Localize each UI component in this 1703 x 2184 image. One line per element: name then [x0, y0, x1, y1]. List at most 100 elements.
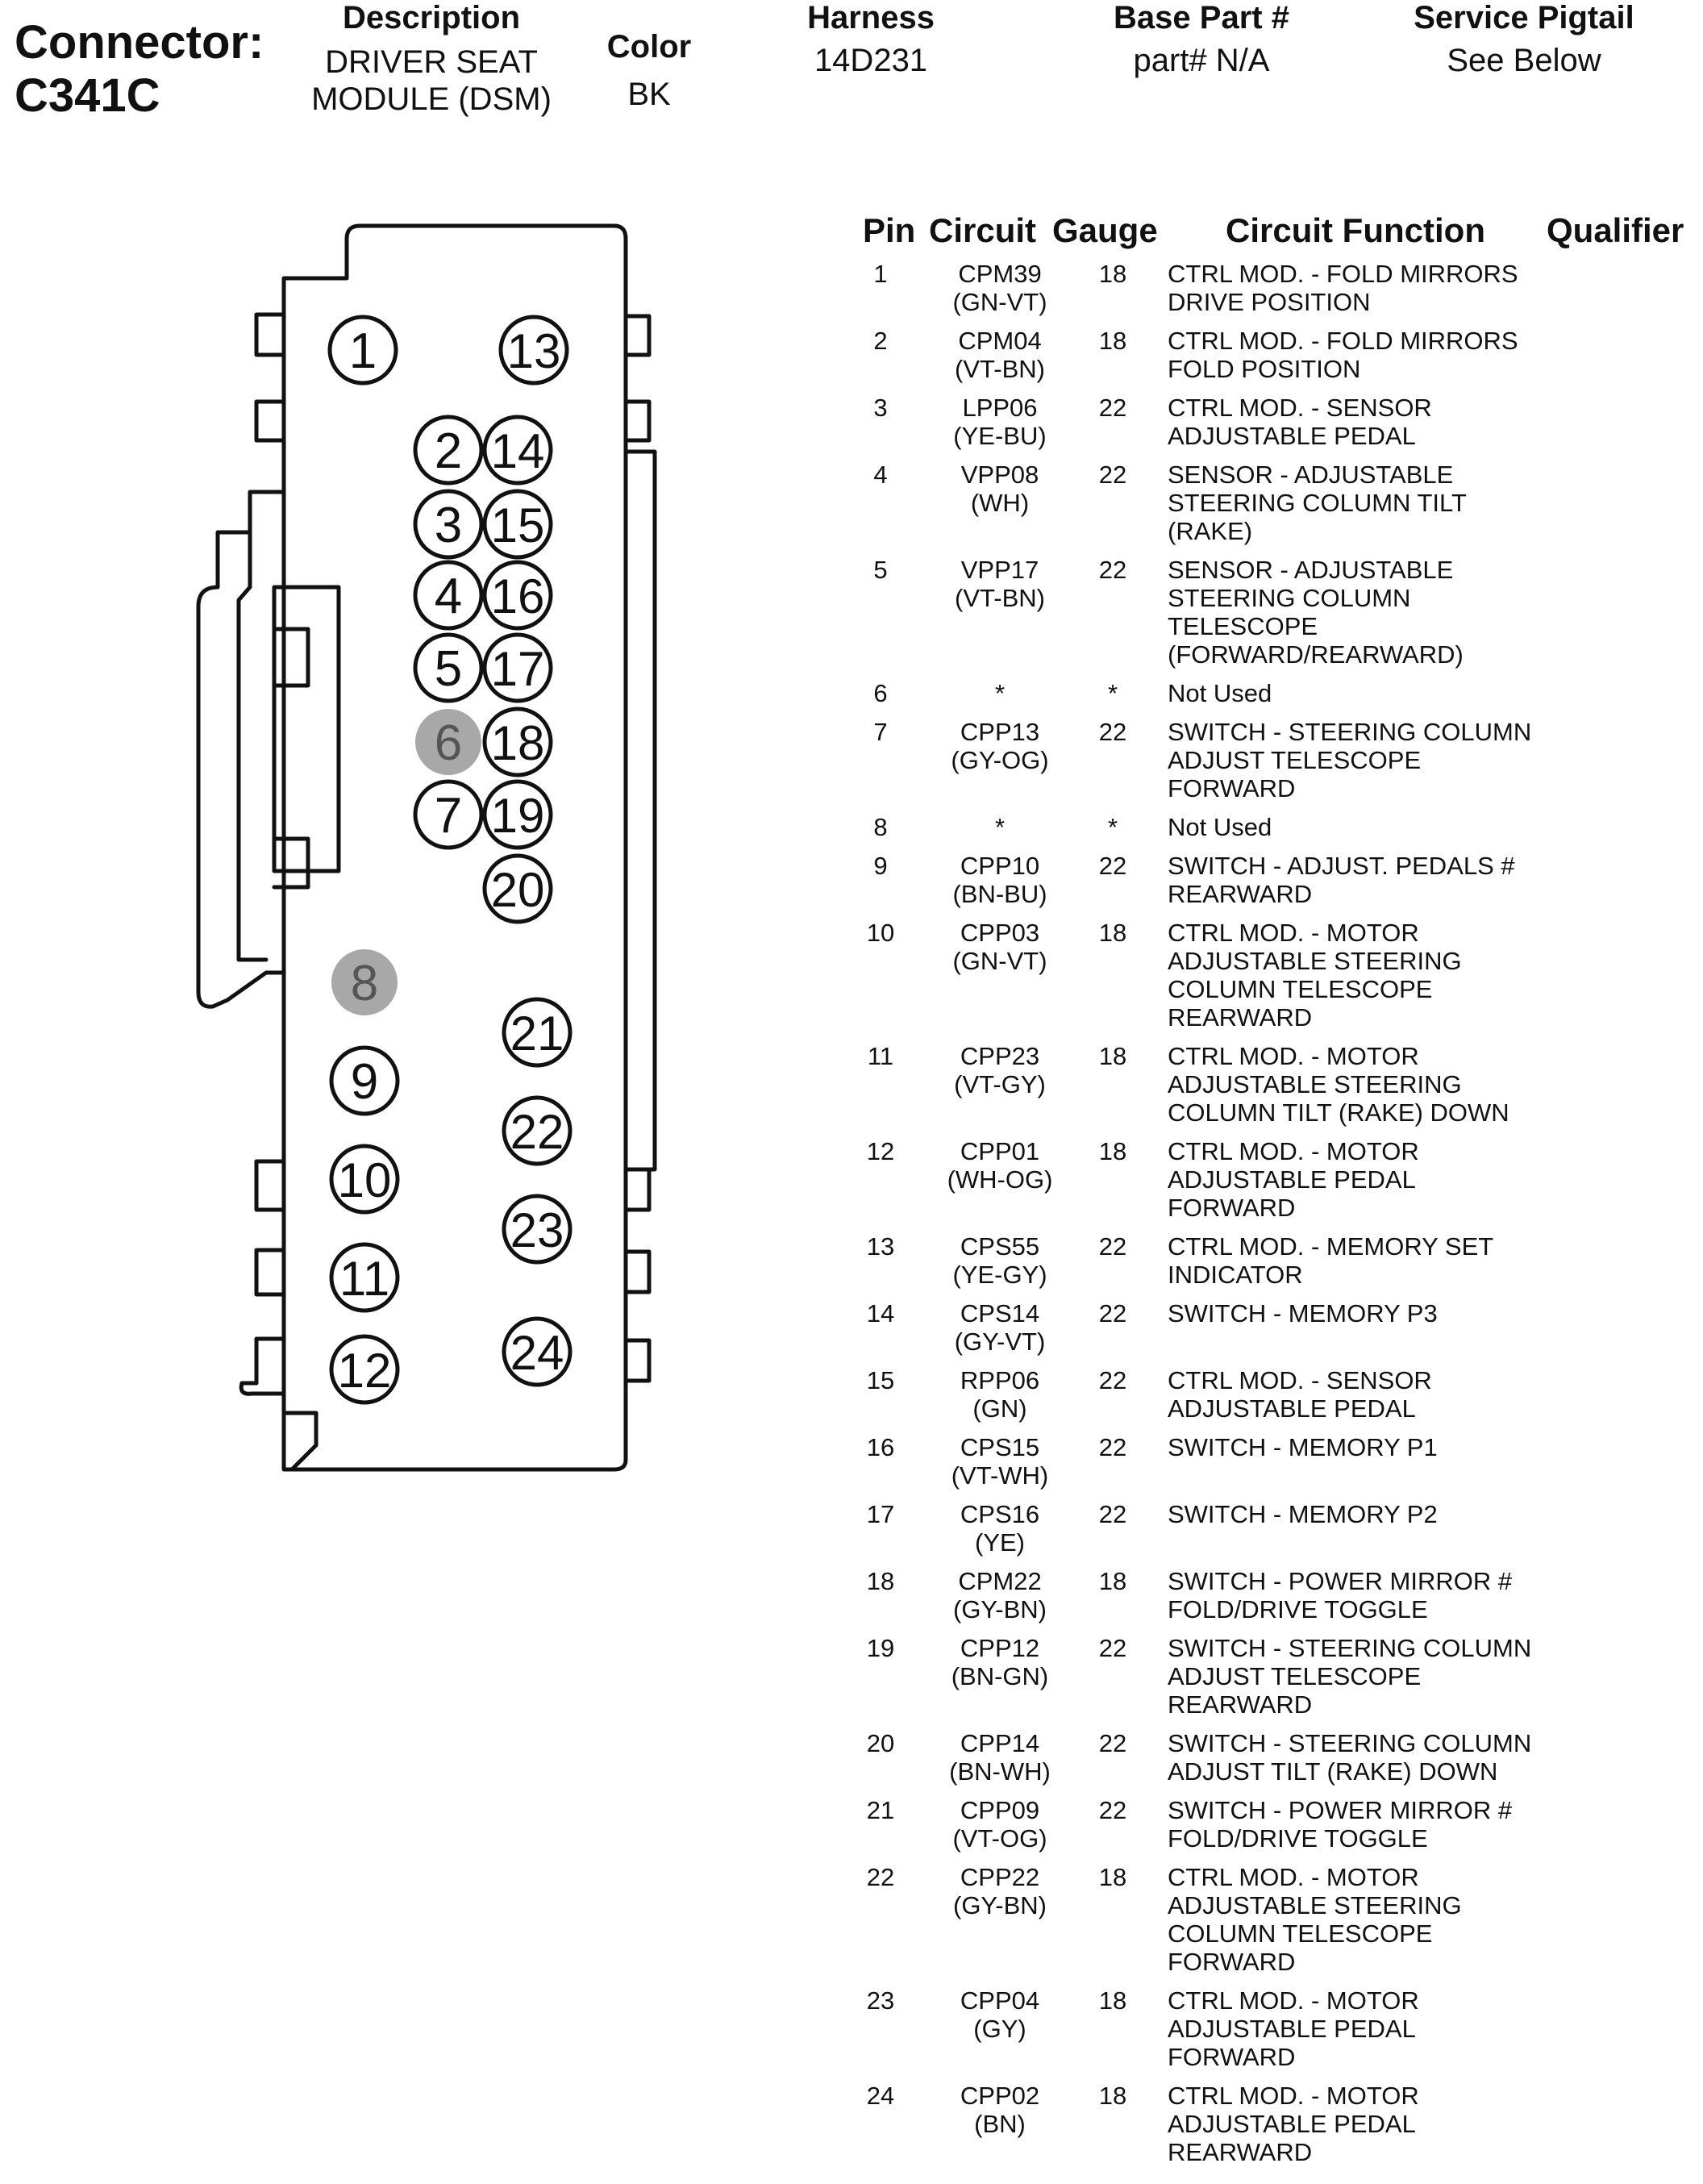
circuit-function-line: CTRL MOD. - MEMORY SET: [1168, 1232, 1494, 1261]
circuit-code-line: CPP09: [960, 1796, 1040, 1824]
circuit-code: CPM22(GY-BN): [927, 1567, 1072, 1623]
circuit-code: CPP12(BN-GN): [927, 1634, 1072, 1690]
circuit-function-line: CTRL MOD. - FOLD MIRRORS: [1168, 260, 1518, 288]
pin-number: 2: [873, 327, 888, 355]
circuit-code: CPP02(BN): [927, 2082, 1072, 2138]
left-tab-2: [254, 399, 286, 443]
pin-number: 22: [866, 1863, 895, 1891]
circuit-code-line: (WH-OG): [947, 1165, 1053, 1194]
pin-label: 12: [338, 1344, 392, 1398]
wire-gauge: 18: [1098, 1863, 1127, 1891]
circuit-code-line: VPP08: [960, 461, 1039, 489]
wire-gauge: 22: [1098, 1500, 1127, 1528]
circuit-code-line: (BN-BU): [952, 880, 1047, 908]
pin-label: 9: [351, 1054, 378, 1110]
circuit-code-line: (VT-BN): [955, 355, 1045, 383]
circuit-code: CPP03(GN-VT): [927, 919, 1072, 975]
connector-label: Connector:: [15, 16, 264, 69]
wire-gauge: 22: [1098, 1433, 1127, 1461]
circuit-code-line: CPP10: [960, 852, 1040, 880]
latch-block-lower: [272, 836, 310, 890]
pin-circle: [413, 489, 484, 560]
circuit-function-line: CTRL MOD. - MOTOR: [1168, 919, 1419, 947]
pin-number: 13: [866, 1232, 895, 1261]
pin-cavity-5: 5: [413, 632, 484, 703]
circuit-code: CPS16(YE): [927, 1500, 1072, 1557]
corner-notch: [281, 1411, 319, 1472]
color-block: Color BK: [581, 29, 718, 113]
pin-number: 14: [866, 1299, 895, 1327]
circuit-code: CPS15(VT-WH): [927, 1433, 1072, 1490]
pin-label: 5: [435, 641, 462, 697]
wire-gauge: 18: [1098, 1567, 1127, 1595]
wire-gauge: 18: [1098, 919, 1127, 947]
pin-circle: [413, 779, 484, 850]
wire-gauge: 18: [1098, 2082, 1127, 2110]
circuit-code-line: (YE-GY): [952, 1261, 1047, 1289]
pin-cavity-15: 15: [482, 489, 553, 560]
pin-label: 22: [510, 1105, 564, 1159]
circuit-code-line: CPP23: [960, 1042, 1040, 1070]
circuit-function-line: ADJUSTABLE STEERING: [1168, 1070, 1462, 1098]
pin-circle: [329, 1334, 400, 1405]
wire-gauge: 22: [1098, 461, 1127, 489]
circuit-function-line: ADJUSTABLE PEDAL: [1168, 2110, 1416, 2138]
latch-block: [272, 585, 341, 873]
circuit-function-line: STEERING COLUMN: [1168, 584, 1411, 612]
circuit-function-line: FORWARD: [1168, 774, 1296, 802]
color-value: BK: [627, 77, 671, 112]
circuit-function-line: CTRL MOD. - MOTOR: [1168, 1042, 1419, 1070]
wire-gauge: 22: [1098, 1366, 1127, 1394]
circuit-code-line: CPP22: [960, 1863, 1040, 1891]
connector-housing: [196, 223, 657, 1472]
table-row: 6**Not Used: [839, 679, 1703, 718]
left-tab-5: [239, 1336, 286, 1396]
circuit-code-line: (BN-GN): [951, 1662, 1049, 1690]
service-pigtail-title: Service Pigtail: [1414, 0, 1634, 35]
right-tab-2: [623, 399, 652, 443]
circuit-function-line: FORWARD: [1168, 2043, 1296, 2071]
circuit-code: VPP17(VT-BN): [927, 556, 1072, 612]
pin-number: 17: [866, 1500, 895, 1528]
wire-gauge: 22: [1098, 1232, 1127, 1261]
description-line-2: MODULE (DSM): [311, 81, 552, 117]
pin-cavity-20: 20: [482, 853, 553, 924]
pin-number: 4: [873, 461, 888, 489]
pin-number: 8: [873, 813, 888, 841]
pin-number: 3: [873, 394, 888, 422]
pin-label: 20: [491, 863, 545, 917]
circuit-function-line: CTRL MOD. - MOTOR: [1168, 1137, 1419, 1165]
service-pigtail-value: See Below: [1447, 43, 1601, 78]
circuit-function-line: ADJUSTABLE STEERING: [1168, 947, 1462, 975]
col-header-function: Circuit Function: [1226, 211, 1485, 249]
circuit-function-line: REARWARD: [1168, 2138, 1313, 2166]
circuit-code: LPP06(YE-BU): [927, 394, 1072, 450]
pin-circle: [413, 632, 484, 703]
circuit-code-line: (GY-BN): [953, 1891, 1047, 1919]
circuit-function-line: INDICATOR: [1168, 1261, 1303, 1289]
circuit-code: CPM39(GN-VT): [927, 260, 1072, 316]
pin-cavity-1: 1: [327, 315, 398, 386]
circuit-code-line: LPP06: [962, 394, 1038, 422]
circuit-code: RPP06(GN): [927, 1366, 1072, 1423]
circuit-function-line: SWITCH - STEERING COLUMN: [1168, 718, 1532, 746]
pin-label: 19: [491, 789, 545, 843]
circuit-function-line: (RAKE): [1168, 517, 1253, 545]
circuit-function: Not Used: [1168, 679, 1587, 707]
circuit-code-line: (YE-BU): [953, 422, 1047, 450]
pin-number: 9: [873, 852, 888, 880]
pin-label: 23: [510, 1203, 564, 1257]
circuit-code-line: (GN): [972, 1394, 1027, 1423]
circuit-function-line: Not Used: [1168, 813, 1272, 841]
circuit-code: CPS14(GY-VT): [927, 1299, 1072, 1356]
